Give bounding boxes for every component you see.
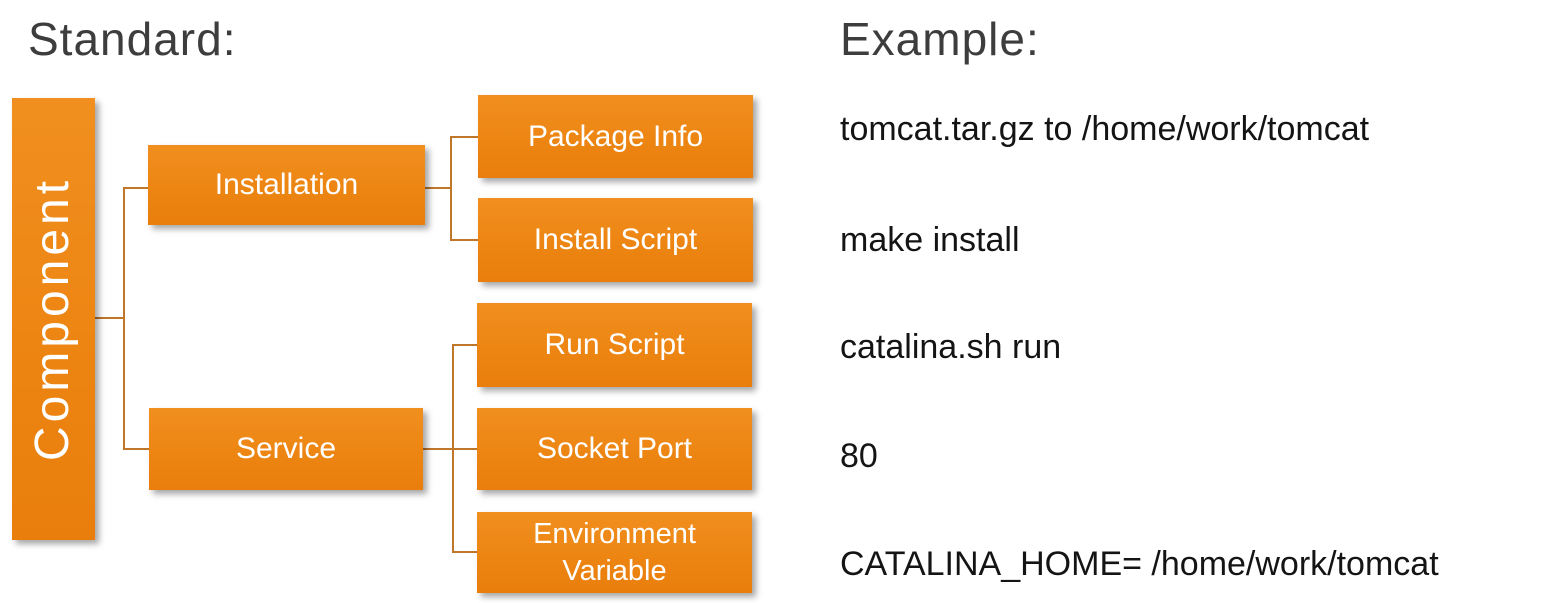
- connector-installation-horizontal: [425, 187, 450, 189]
- connector-root-horizontal: [95, 317, 123, 319]
- tree-node-environment-variable-label: Environment Variable: [533, 518, 696, 587]
- tree-node-service: Service: [149, 408, 423, 490]
- tree-node-run-script: Run Script: [477, 303, 752, 387]
- tree-node-installation: Installation: [148, 145, 425, 225]
- connector-to-environment-variable: [452, 551, 477, 553]
- tree-node-component-label: Component: [26, 176, 80, 462]
- connector-root-to-installation: [123, 187, 148, 189]
- example-package-info-value: tomcat.tar.gz to /home/work/tomcat: [840, 110, 1370, 148]
- standard-section-title: Standard:: [28, 13, 237, 65]
- example-section-title: Example:: [840, 13, 1040, 65]
- connector-root-vertical: [123, 187, 125, 450]
- connector-to-install-script: [450, 239, 478, 241]
- connector-to-run-script: [452, 344, 477, 346]
- example-install-script-value: make install: [840, 221, 1020, 259]
- connector-to-socket-port: [452, 448, 477, 450]
- tree-node-install-script-label: Install Script: [533, 223, 698, 257]
- tree-node-socket-port-label: Socket Port: [536, 432, 693, 466]
- connector-installation-vertical: [450, 136, 452, 241]
- connector-to-package-info: [450, 136, 478, 138]
- connector-service-horizontal: [423, 448, 452, 450]
- connector-root-to-service: [123, 448, 149, 450]
- tree-node-socket-port: Socket Port: [477, 408, 752, 490]
- example-socket-port-value: 80: [840, 437, 878, 475]
- tree-node-install-script: Install Script: [478, 198, 753, 282]
- tree-node-service-label: Service: [235, 432, 337, 466]
- tree-node-installation-label: Installation: [214, 168, 359, 202]
- tree-node-package-info-label: Package Info: [527, 119, 704, 153]
- tree-node-package-info: Package Info: [478, 95, 753, 178]
- example-run-script-value: catalina.sh run: [840, 328, 1062, 366]
- example-environment-variable-value: CATALINA_HOME= /home/work/tomcat: [840, 545, 1439, 583]
- tree-node-component: Component: [12, 98, 95, 540]
- tree-node-environment-variable: Environment Variable: [477, 512, 752, 593]
- tree-node-run-script-label: Run Script: [544, 328, 685, 362]
